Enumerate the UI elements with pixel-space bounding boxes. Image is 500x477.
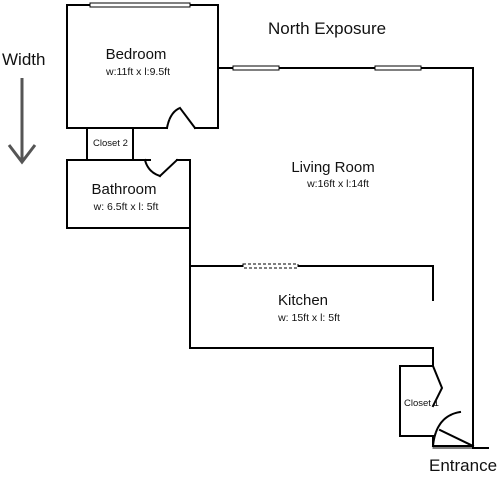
living-room-name: Living Room	[291, 159, 375, 176]
living-room-north-wall	[217, 67, 474, 449]
closet1-name: Closet 1	[404, 398, 439, 409]
bedroom-dims: w:11ft x l:9.5ft	[106, 66, 170, 78]
bedroom-window	[89, 2, 191, 8]
kitchen-walls	[189, 227, 434, 367]
bathroom-name: Bathroom	[91, 181, 157, 198]
entrance-door	[438, 428, 475, 448]
kitchen-dims: w: 15ft x l: 5ft	[278, 312, 340, 324]
closet1-door	[431, 364, 444, 408]
closet2-name: Closet 2	[93, 138, 128, 149]
bathroom-dims: w: 6.5ft x l: 5ft	[93, 201, 159, 213]
kitchen-window	[242, 263, 299, 269]
down-arrow-icon	[7, 78, 37, 165]
bedroom-door-swing	[165, 106, 182, 130]
bathroom-door	[158, 158, 179, 178]
kitchen-name: Kitchen	[277, 292, 329, 309]
bathroom-door-swing	[143, 158, 162, 178]
north-exposure-label: North Exposure	[268, 19, 387, 38]
living-window-2	[374, 65, 422, 71]
living-window-1	[232, 65, 280, 71]
closet1-walls	[399, 365, 434, 437]
width-label: Width	[2, 50, 46, 69]
entrance-door-swing	[431, 410, 462, 448]
bedroom-door	[178, 106, 197, 130]
entrance-frame	[432, 435, 474, 447]
bedroom-name: Bedroom	[105, 46, 167, 63]
entrance-label: Entrance	[429, 456, 498, 475]
living-room-dims: w:16ft x l:14ft	[307, 178, 369, 190]
